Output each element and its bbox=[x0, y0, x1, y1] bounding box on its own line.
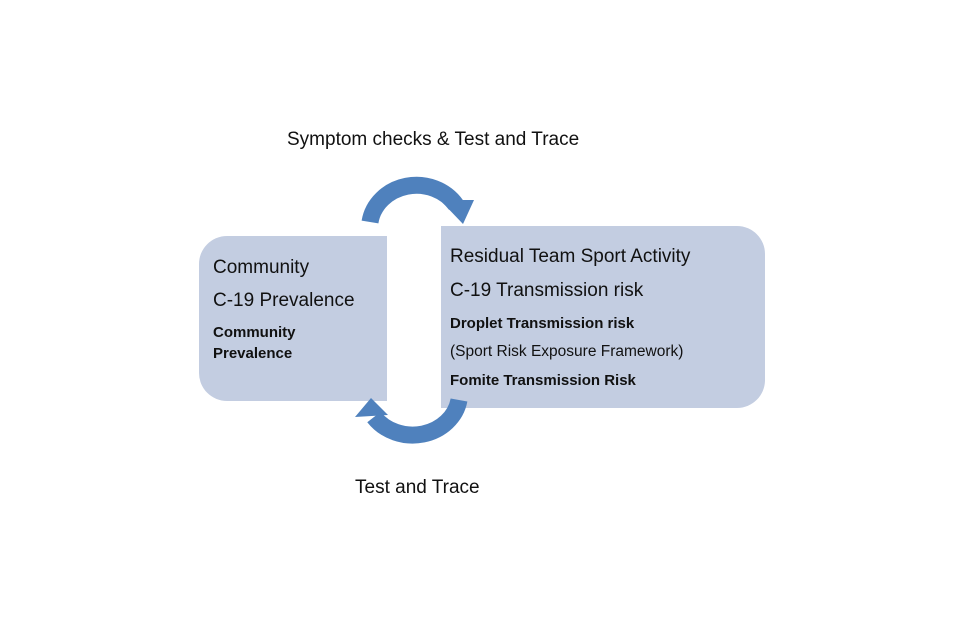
droplet-risk-label: Droplet Transmission risk bbox=[450, 315, 635, 332]
left-box-subtitle: C-19 Prevalence bbox=[213, 290, 355, 311]
framework-note: (Sport Risk Exposure Framework) bbox=[450, 343, 684, 360]
fomite-risk-label: Fomite Transmission Risk bbox=[450, 372, 636, 389]
left-box-title: Community bbox=[213, 257, 310, 278]
bottom-cycle-label: Test and Trace bbox=[355, 477, 480, 498]
right-box-title: Residual Team Sport Activity bbox=[450, 246, 691, 267]
left-box-bold-line2: Prevalence bbox=[213, 345, 293, 362]
transmission-risk-box: Residual Team Sport Activity C-19 Transm… bbox=[441, 226, 765, 408]
left-box-bold-line1: Community bbox=[213, 324, 296, 341]
community-prevalence-box: Community C-19 Prevalence Community Prev… bbox=[199, 236, 387, 401]
right-box-subtitle: C-19 Transmission risk bbox=[450, 280, 644, 301]
top-cycle-label: Symptom checks & Test and Trace bbox=[287, 129, 580, 150]
